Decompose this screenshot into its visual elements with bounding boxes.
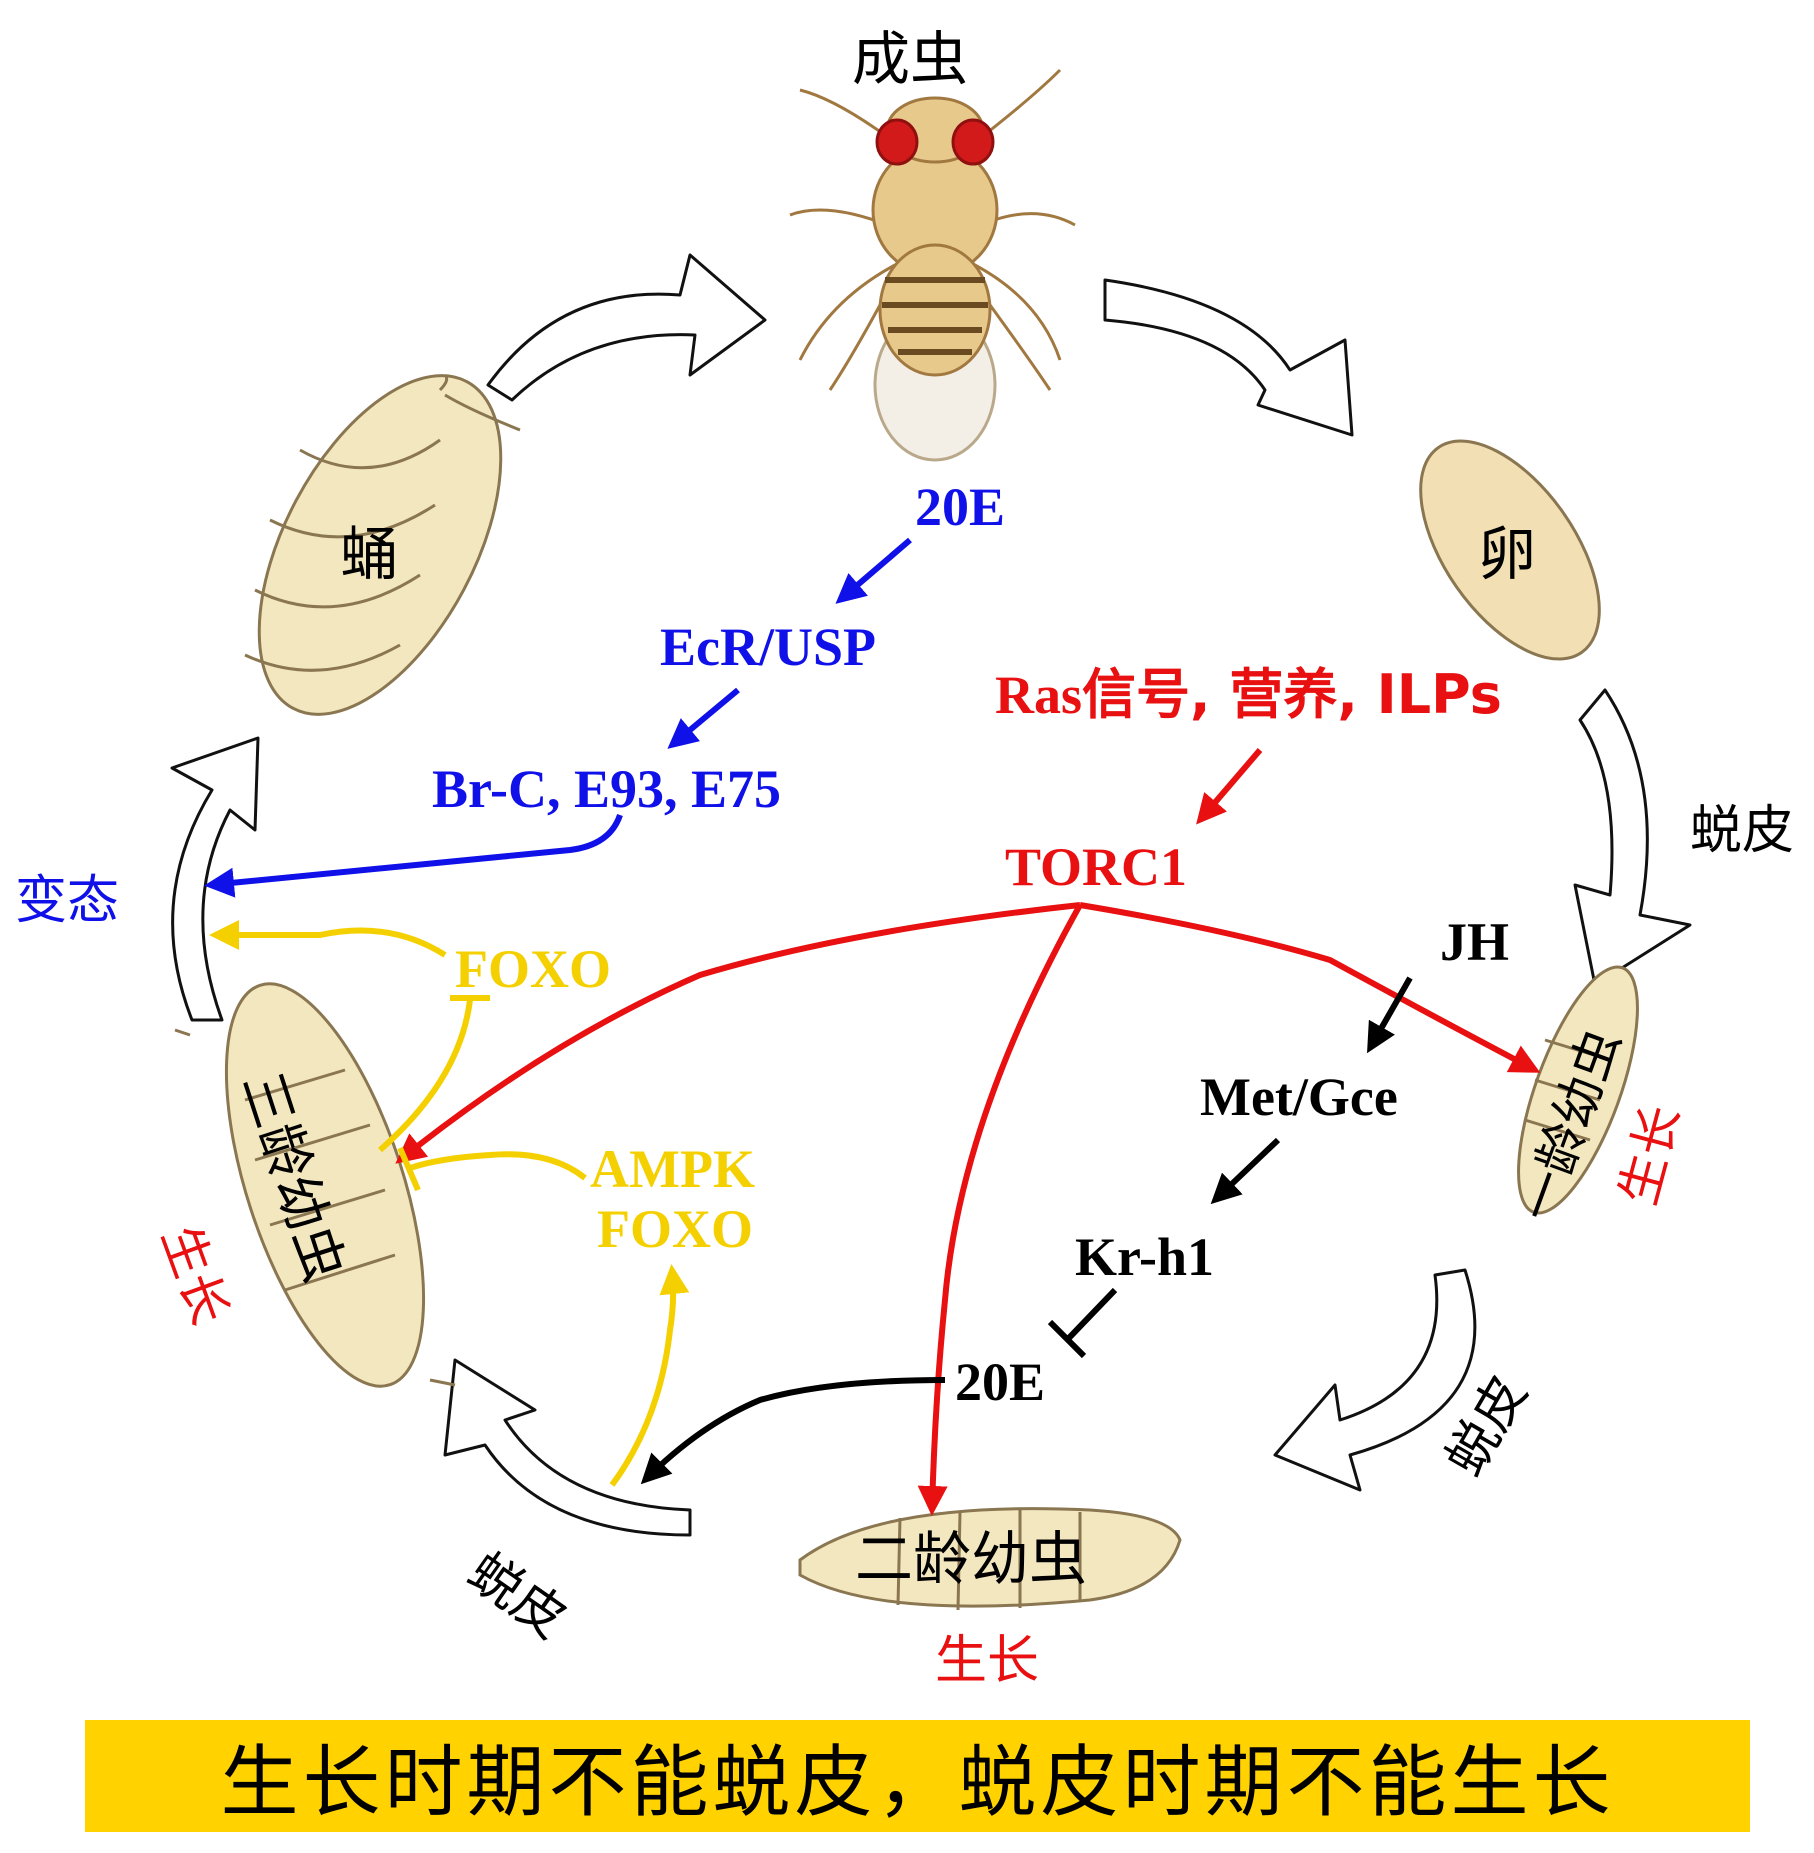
label-FOXO-top: FOXO (455, 939, 611, 999)
arrow-20E-to-molting (640, 1377, 946, 1485)
label-TORC1: TORC1 (1005, 837, 1188, 897)
arrow-TORC1-to-larva1 (1079, 902, 1541, 1073)
arrow-signals-to-TORC1 (1196, 748, 1263, 825)
larva1-illustration (1517, 965, 1639, 1215)
label-20E-top: 20E (915, 477, 1006, 537)
arrow-molting-to-AMPK (609, 1264, 690, 1487)
label-signals-rest: 信号, 营养, ILPs (1082, 663, 1502, 726)
cycle-arrows (170, 253, 1692, 1537)
label-molting-right-upper: 蜕皮 (1690, 801, 1795, 861)
label-AMPK: AMPK (590, 1139, 755, 1199)
arrow-EcR-to-targets (667, 687, 740, 749)
label-EcR-USP: EcR/USP (660, 617, 876, 677)
inhibit-bar-20E (1047, 1319, 1087, 1359)
label-growth-larva2: 生长 (935, 1631, 1040, 1691)
cycle-arrow-larva1-to-larva2 (1273, 1268, 1477, 1492)
blue-pathway-arrows (204, 537, 912, 898)
inhibit-larva3-to-FOXO (378, 999, 473, 1153)
inhibit-AMPK-to-larva3 (409, 1151, 587, 1181)
label-FOXO-bottom: FOXO (597, 1199, 753, 1259)
label-Kr-h1: Kr-h1 (1075, 1227, 1214, 1287)
arrow-TORC1-to-larva3 (395, 902, 1081, 1164)
cycle-arrow-pupa-to-adult (486, 253, 767, 402)
black-pathway-arrows (640, 976, 1413, 1485)
cycle-arrow-adult-to-egg (1103, 278, 1354, 437)
arrow-TORC1-to-larva2 (917, 903, 1083, 1516)
gold-pathway-arrows (209, 920, 690, 1487)
label-20E-mid: 20E (955, 1352, 1046, 1412)
inhibit-bar-AMPK (397, 1146, 421, 1192)
arrow-targets-to-metamorphosis (204, 813, 623, 898)
label-pupa: 蛹 (340, 520, 399, 588)
adult-fly-illustration (789, 68, 1076, 462)
label-signals-prefix: Ras (995, 665, 1083, 725)
label-Met-Gce: Met/Gce (1200, 1067, 1398, 1127)
cycle-arrow-larva2-to-larva3 (443, 1358, 692, 1537)
conclusion-text: 生长时期不能蜕皮，蜕皮时期不能生长 (220, 1738, 1615, 1828)
arrow-20E-to-EcR (835, 537, 912, 604)
conclusion-banner: 生长时期不能蜕皮，蜕皮时期不能生长 (85, 1720, 1750, 1832)
label-metamorphosis: 变态 (15, 871, 120, 931)
cycle-arrow-larva3-to-pupa (170, 736, 260, 1022)
label-larva2: 二龄幼虫 (855, 1525, 1088, 1593)
label-JH: JH (1440, 912, 1510, 972)
cycle-arrow-egg-to-larva1 (1573, 688, 1692, 987)
label-adult: 成虫 (852, 25, 969, 93)
arrow-JH-to-Met (1367, 976, 1413, 1054)
label-egg: 卵 (1478, 520, 1537, 588)
pupa-illustration (244, 373, 521, 716)
red-pathway-arrows (395, 748, 1541, 1516)
label-targets: Br-C, E93, E75 (432, 759, 781, 819)
label-signals: Ras信号, 营养, ILPs (995, 665, 1502, 725)
arrow-FOXO-to-metamorphosis (209, 920, 447, 958)
egg-illustration (1419, 439, 1601, 661)
arrow-Met-to-Krh1 (1210, 1137, 1281, 1205)
inhibit-Krh1-to-20E (1064, 1287, 1118, 1343)
